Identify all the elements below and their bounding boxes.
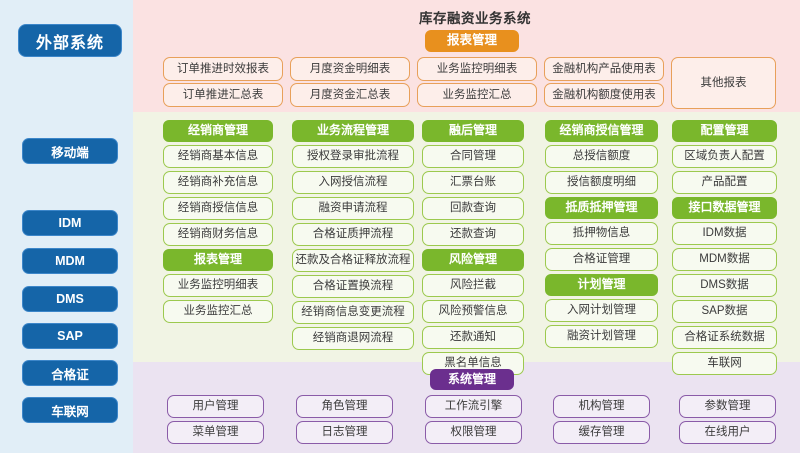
external-system-title: 外部系统 [18, 24, 122, 57]
system-item[interactable]: 角色管理 [296, 395, 393, 418]
system-item[interactable]: 在线用户 [679, 421, 776, 444]
core-group-header[interactable]: 配置管理 [672, 120, 777, 142]
report-item[interactable]: 月度资金明细表 [290, 57, 410, 81]
report-item[interactable]: 订单推进汇总表 [163, 83, 283, 107]
core-module-item[interactable]: 经销商退网流程 [292, 327, 414, 350]
external-system-item-2[interactable]: MDM [22, 248, 118, 274]
core-module-item[interactable]: 总授信额度 [545, 145, 658, 168]
core-group-header[interactable]: 融后管理 [422, 120, 524, 142]
core-module-item[interactable]: 区域负责人配置 [672, 145, 777, 168]
core-module-item[interactable]: 经销商基本信息 [163, 145, 273, 168]
report-group-header[interactable]: 报表管理 [425, 30, 519, 52]
core-group-header[interactable]: 计划管理 [545, 274, 658, 296]
core-module-item[interactable]: 风险拦截 [422, 274, 524, 297]
core-module-item[interactable]: 授权登录审批流程 [292, 145, 414, 168]
core-module-item[interactable]: SAP数据 [672, 300, 777, 323]
core-module-item[interactable]: 回款查询 [422, 197, 524, 220]
report-item[interactable]: 业务监控明细表 [417, 57, 537, 81]
core-group-header[interactable]: 接口数据管理 [672, 197, 777, 219]
core-module-item[interactable]: 业务监控明细表 [163, 274, 273, 297]
core-module-item[interactable]: 授信额度明细 [545, 171, 658, 194]
system-item[interactable]: 机构管理 [553, 395, 650, 418]
core-module-item[interactable]: 经销商授信信息 [163, 197, 273, 220]
core-group-header[interactable]: 报表管理 [163, 249, 273, 271]
core-module-item[interactable]: 融资申请流程 [292, 197, 414, 220]
core-module-item[interactable]: 还款查询 [422, 223, 524, 246]
system-item[interactable]: 菜单管理 [167, 421, 264, 444]
core-module-item[interactable]: 还款及合格证释放流程 [292, 249, 414, 272]
core-module-item[interactable]: 还款通知 [422, 326, 524, 349]
core-module-item[interactable]: 风险预警信息 [422, 300, 524, 323]
core-module-item[interactable]: 车联网 [672, 352, 777, 375]
system-item[interactable]: 缓存管理 [553, 421, 650, 444]
core-module-item[interactable]: 抵押物信息 [545, 222, 658, 245]
external-system-item-1[interactable]: IDM [22, 210, 118, 236]
core-module-item[interactable]: MDM数据 [672, 248, 777, 271]
external-system-item-5[interactable]: 合格证 [22, 360, 118, 386]
system-group-header[interactable]: 系统管理 [430, 369, 514, 390]
core-module-item[interactable]: 业务监控汇总 [163, 300, 273, 323]
core-module-item[interactable]: DMS数据 [672, 274, 777, 297]
core-module-item[interactable]: 经销商信息变更流程 [292, 301, 414, 324]
core-module-item[interactable]: 经销商财务信息 [163, 223, 273, 246]
core-module-item[interactable]: 合格证管理 [545, 248, 658, 271]
core-module-item[interactable]: 融资计划管理 [545, 325, 658, 348]
core-module-item[interactable]: 合格证系统数据 [672, 326, 777, 349]
system-item[interactable]: 日志管理 [296, 421, 393, 444]
core-module-item[interactable]: 经销商补充信息 [163, 171, 273, 194]
core-group-header[interactable]: 风险管理 [422, 249, 524, 271]
system-item[interactable]: 参数管理 [679, 395, 776, 418]
report-item-other[interactable]: 其他报表 [671, 57, 776, 109]
system-item[interactable]: 工作流引擎 [425, 395, 522, 418]
system-item[interactable]: 用户管理 [167, 395, 264, 418]
report-item[interactable]: 月度资金汇总表 [290, 83, 410, 107]
core-group-header[interactable]: 经销商管理 [163, 120, 273, 142]
core-group-header[interactable]: 抵质抵押管理 [545, 197, 658, 219]
core-module-item[interactable]: 产品配置 [672, 171, 777, 194]
report-item[interactable]: 订单推进时效报表 [163, 57, 283, 81]
core-module-item[interactable]: 合格证质押流程 [292, 223, 414, 246]
core-module-item[interactable]: 合格证置换流程 [292, 275, 414, 298]
system-item[interactable]: 权限管理 [425, 421, 522, 444]
core-module-item[interactable]: 合同管理 [422, 145, 524, 168]
external-system-item-4[interactable]: SAP [22, 323, 118, 349]
page-title: 库存融资业务系统 [419, 11, 531, 26]
core-group-header[interactable]: 经销商授信管理 [545, 120, 658, 142]
core-module-item[interactable]: IDM数据 [672, 222, 777, 245]
external-system-item-0[interactable]: 移动端 [22, 138, 118, 164]
report-item[interactable]: 金融机构额度使用表 [544, 83, 664, 107]
report-item[interactable]: 业务监控汇总 [417, 83, 537, 107]
external-system-item-6[interactable]: 车联网 [22, 397, 118, 423]
core-module-item[interactable]: 入网计划管理 [545, 299, 658, 322]
external-system-item-3[interactable]: DMS [22, 286, 118, 312]
core-group-header[interactable]: 业务流程管理 [292, 120, 414, 142]
report-item[interactable]: 金融机构产品使用表 [544, 57, 664, 81]
core-module-item[interactable]: 汇票台账 [422, 171, 524, 194]
core-module-item[interactable]: 入网授信流程 [292, 171, 414, 194]
